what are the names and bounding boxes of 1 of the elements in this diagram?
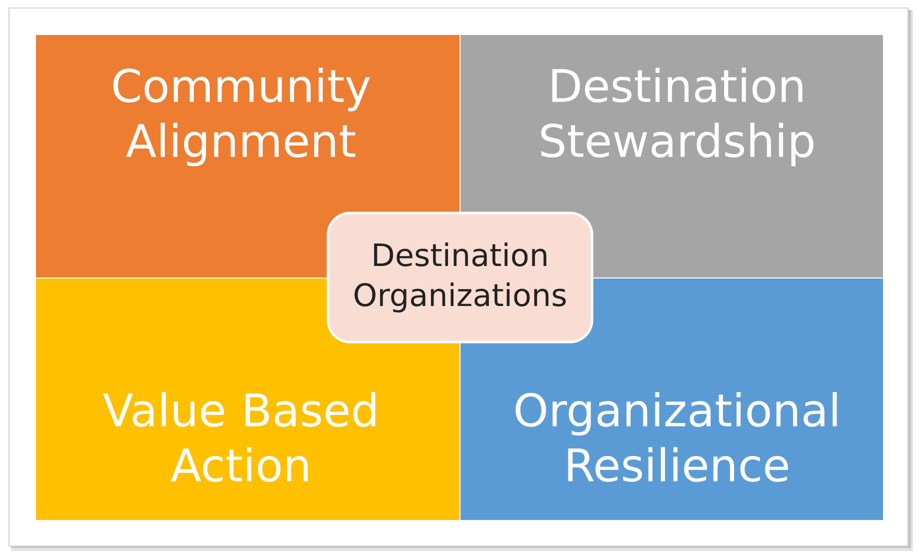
- rounded-box: Destination Organizations: [326, 212, 594, 344]
